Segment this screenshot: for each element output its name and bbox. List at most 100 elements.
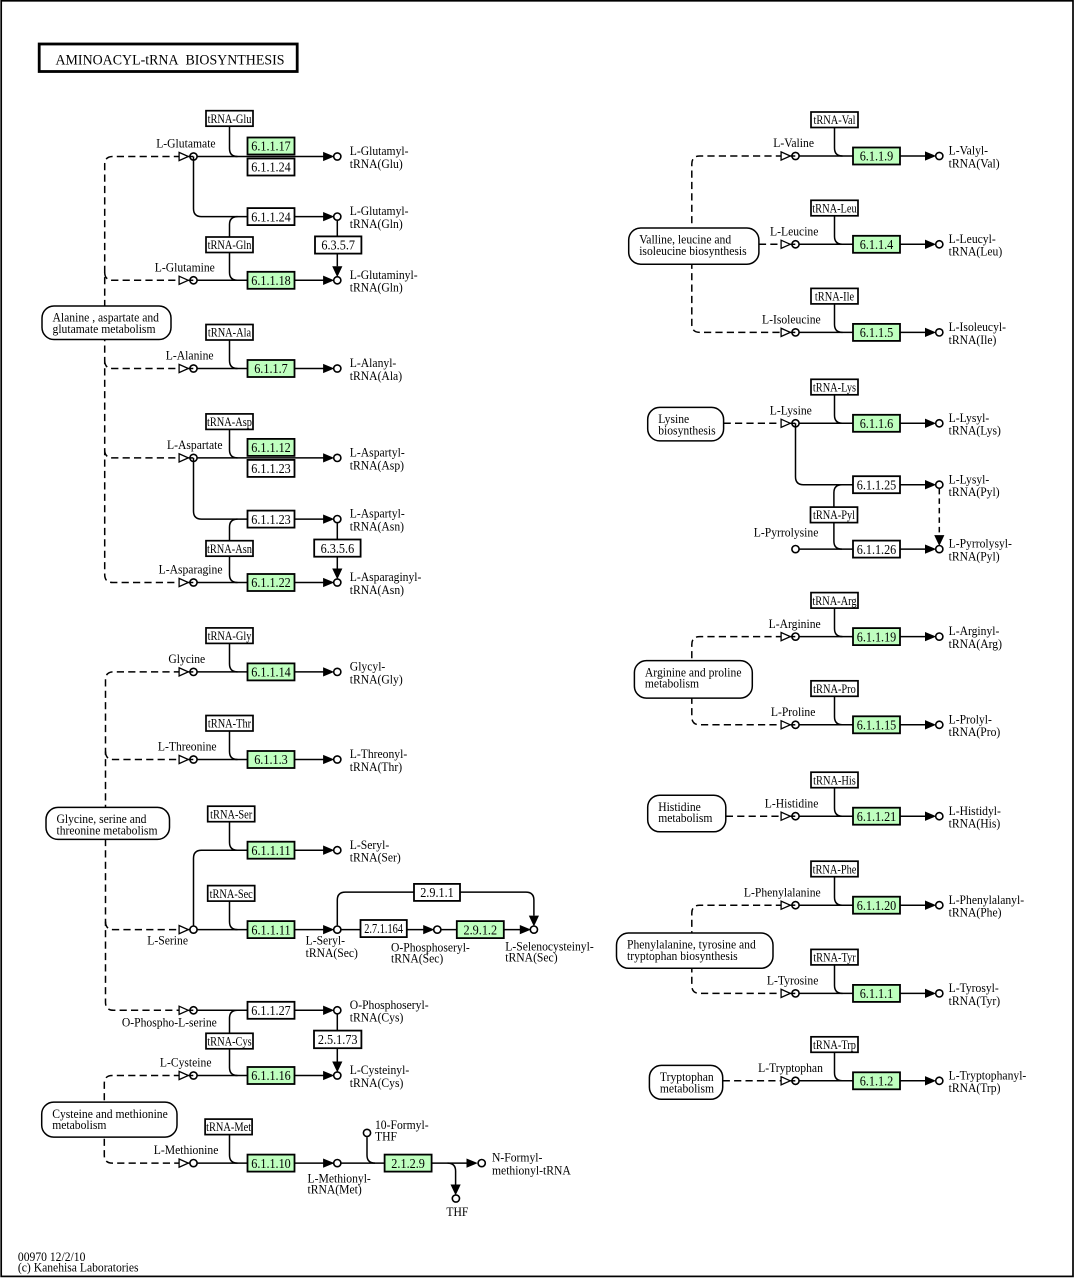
svg-text:L-Lysyl-: L-Lysyl- (949, 410, 990, 425)
svg-text:tRNA(Cys): tRNA(Cys) (350, 1010, 404, 1025)
svg-text:tRNA(Cys): tRNA(Cys) (350, 1075, 404, 1090)
svg-text:6.1.1.16: 6.1.1.16 (251, 1069, 291, 1084)
svg-text:tRNA-Ile: tRNA-Ile (815, 289, 854, 304)
svg-text:tRNA-Arg: tRNA-Arg (812, 593, 857, 608)
svg-text:L-Prolyl-: L-Prolyl- (949, 711, 992, 726)
svg-text:tRNA(His): tRNA(His) (949, 816, 1001, 831)
svg-text:Glycine: Glycine (168, 651, 205, 666)
svg-text:L-Aspartate: L-Aspartate (167, 437, 223, 452)
svg-text:2.5.1.73: 2.5.1.73 (318, 1033, 358, 1048)
svg-text:tRNA(Pyl): tRNA(Pyl) (949, 549, 1000, 564)
svg-text:tRNA(Phe): tRNA(Phe) (949, 905, 1002, 920)
svg-text:6.1.1.19: 6.1.1.19 (857, 630, 897, 645)
svg-text:L-Valyl-: L-Valyl- (949, 143, 988, 158)
svg-text:tRNA-Gln: tRNA-Gln (208, 237, 252, 252)
svg-text:tRNA-Gly: tRNA-Gly (208, 628, 252, 643)
svg-text:tRNA(Leu): tRNA(Leu) (949, 244, 1003, 259)
svg-text:6.1.1.18: 6.1.1.18 (251, 274, 291, 289)
svg-text:L-Threonyl-: L-Threonyl- (350, 746, 407, 761)
svg-text:L-Histidyl-: L-Histidyl- (949, 803, 1001, 818)
svg-text:2.1.2.9: 2.1.2.9 (391, 1157, 425, 1172)
svg-text:tRNA-Lys: tRNA-Lys (813, 379, 856, 394)
svg-text:tRNA(Val): tRNA(Val) (949, 155, 1000, 170)
svg-text:tRNA(Pro): tRNA(Pro) (949, 724, 1001, 739)
svg-text:(c) Kanehisa Laboratories: (c) Kanehisa Laboratories (18, 1260, 139, 1275)
svg-text:tRNA-Leu: tRNA-Leu (812, 201, 857, 216)
svg-text:metabolism: metabolism (52, 1117, 106, 1132)
svg-text:6.1.1.5: 6.1.1.5 (860, 326, 894, 341)
svg-text:L-Lysine: L-Lysine (770, 403, 812, 418)
svg-text:O-Phospho-L-serine: O-Phospho-L-serine (122, 1015, 217, 1030)
svg-text:6.1.1.3: 6.1.1.3 (254, 753, 288, 768)
svg-text:2.9.1.1: 2.9.1.1 (420, 886, 454, 901)
svg-text:tRNA(Sec): tRNA(Sec) (391, 951, 443, 966)
svg-text:6.1.1.26: 6.1.1.26 (857, 543, 897, 558)
svg-text:tRNA(Trp): tRNA(Trp) (949, 1080, 1001, 1095)
svg-text:isoleucine biosynthesis: isoleucine biosynthesis (639, 243, 747, 258)
svg-text:6.1.1.14: 6.1.1.14 (251, 666, 291, 681)
svg-text:tRNA(Gln): tRNA(Gln) (350, 280, 403, 295)
svg-text:6.1.1.12: 6.1.1.12 (251, 441, 291, 456)
svg-text:tRNA-Val: tRNA-Val (813, 112, 855, 127)
svg-text:10-Formyl-: 10-Formyl- (375, 1117, 429, 1132)
svg-text:L-Phenylalanyl-: L-Phenylalanyl- (949, 892, 1025, 907)
svg-text:L-Aspartyl-: L-Aspartyl- (350, 445, 405, 460)
svg-text:L-Arginine: L-Arginine (769, 616, 821, 631)
svg-text:L-Glutamyl-: L-Glutamyl- (350, 143, 409, 158)
svg-text:biosynthesis: biosynthesis (658, 422, 716, 437)
svg-text:tryptophan biosynthesis: tryptophan biosynthesis (627, 948, 738, 963)
svg-text:tRNA(Ala): tRNA(Ala) (350, 368, 402, 383)
svg-text:tRNA(Asn): tRNA(Asn) (350, 582, 404, 597)
svg-text:tRNA(Asn): tRNA(Asn) (350, 519, 404, 534)
svg-text:L-Asparaginyl-: L-Asparaginyl- (350, 569, 422, 584)
svg-text:tRNA(Lys): tRNA(Lys) (949, 423, 1001, 438)
svg-text:2.7.1.164: 2.7.1.164 (364, 922, 403, 937)
svg-text:Cysteine and methionine: Cysteine and methionine (52, 1106, 168, 1121)
svg-text:tRNA(Thr): tRNA(Thr) (350, 759, 402, 774)
svg-text:tRNA-Ser: tRNA-Ser (210, 806, 253, 821)
svg-text:6.1.1.24: 6.1.1.24 (251, 161, 291, 176)
svg-text:L-Leucine: L-Leucine (770, 224, 819, 239)
svg-text:L-Arginyl-: L-Arginyl- (949, 623, 1000, 638)
svg-text:tRNA-Asn: tRNA-Asn (207, 541, 252, 556)
svg-text:6.1.1.11: 6.1.1.11 (251, 923, 290, 938)
svg-text:O-Phosphoseryl-: O-Phosphoseryl- (350, 997, 429, 1012)
svg-text:2.9.1.2: 2.9.1.2 (464, 923, 498, 938)
svg-text:6.1.1.2: 6.1.1.2 (860, 1075, 894, 1090)
svg-text:6.1.1.25: 6.1.1.25 (857, 478, 897, 493)
svg-text:L-Valine: L-Valine (773, 135, 814, 150)
svg-text:tRNA-Pyl: tRNA-Pyl (813, 507, 855, 522)
svg-text:L-Leucyl-: L-Leucyl- (949, 231, 996, 246)
svg-text:N-Formyl-: N-Formyl- (492, 1150, 542, 1165)
svg-text:6.1.1.10: 6.1.1.10 (251, 1157, 291, 1172)
svg-text:tRNA-Met: tRNA-Met (206, 1119, 251, 1134)
svg-text:tRNA(Tyr): tRNA(Tyr) (949, 993, 1001, 1008)
svg-text:6.1.1.22: 6.1.1.22 (251, 576, 291, 591)
svg-text:metabolism: metabolism (660, 1080, 714, 1095)
svg-text:Arginine and proline: Arginine and proline (645, 664, 742, 679)
svg-text:L-Seryl-: L-Seryl- (306, 933, 345, 948)
svg-text:Phenylalanine, tyrosine and: Phenylalanine, tyrosine and (627, 937, 756, 952)
svg-text:L-Histidine: L-Histidine (765, 795, 819, 810)
svg-text:6.1.1.23: 6.1.1.23 (251, 513, 291, 528)
svg-text:L-Pyrrolysyl-: L-Pyrrolysyl- (949, 536, 1012, 551)
svg-text:L-Asparagine: L-Asparagine (159, 562, 223, 577)
svg-text:Histidine: Histidine (658, 799, 701, 814)
svg-text:L-Glutamate: L-Glutamate (156, 136, 216, 151)
svg-text:6.1.1.24: 6.1.1.24 (251, 210, 291, 225)
svg-text:6.1.1.20: 6.1.1.20 (857, 899, 897, 914)
svg-text:6.1.1.17: 6.1.1.17 (251, 140, 291, 155)
svg-text:6.1.1.9: 6.1.1.9 (860, 150, 894, 165)
svg-text:6.1.1.6: 6.1.1.6 (860, 417, 894, 432)
svg-text:6.1.1.11: 6.1.1.11 (251, 844, 290, 859)
svg-text:Alanine , aspartate and: Alanine , aspartate and (53, 310, 160, 325)
svg-text:Lysine: Lysine (658, 411, 689, 426)
svg-text:L-Glutaminyl-: L-Glutaminyl- (350, 267, 418, 282)
svg-text:Glycyl-: Glycyl- (350, 659, 386, 674)
svg-text:L-Tryptophan: L-Tryptophan (758, 1060, 823, 1075)
svg-text:6.3.5.6: 6.3.5.6 (321, 542, 355, 557)
svg-text:tRNA-Cys: tRNA-Cys (207, 1034, 251, 1049)
svg-text:tRNA(Glu): tRNA(Glu) (350, 156, 403, 171)
svg-text:6.1.1.7: 6.1.1.7 (254, 362, 288, 377)
svg-text:00970 12/2/10: 00970 12/2/10 (18, 1249, 86, 1264)
